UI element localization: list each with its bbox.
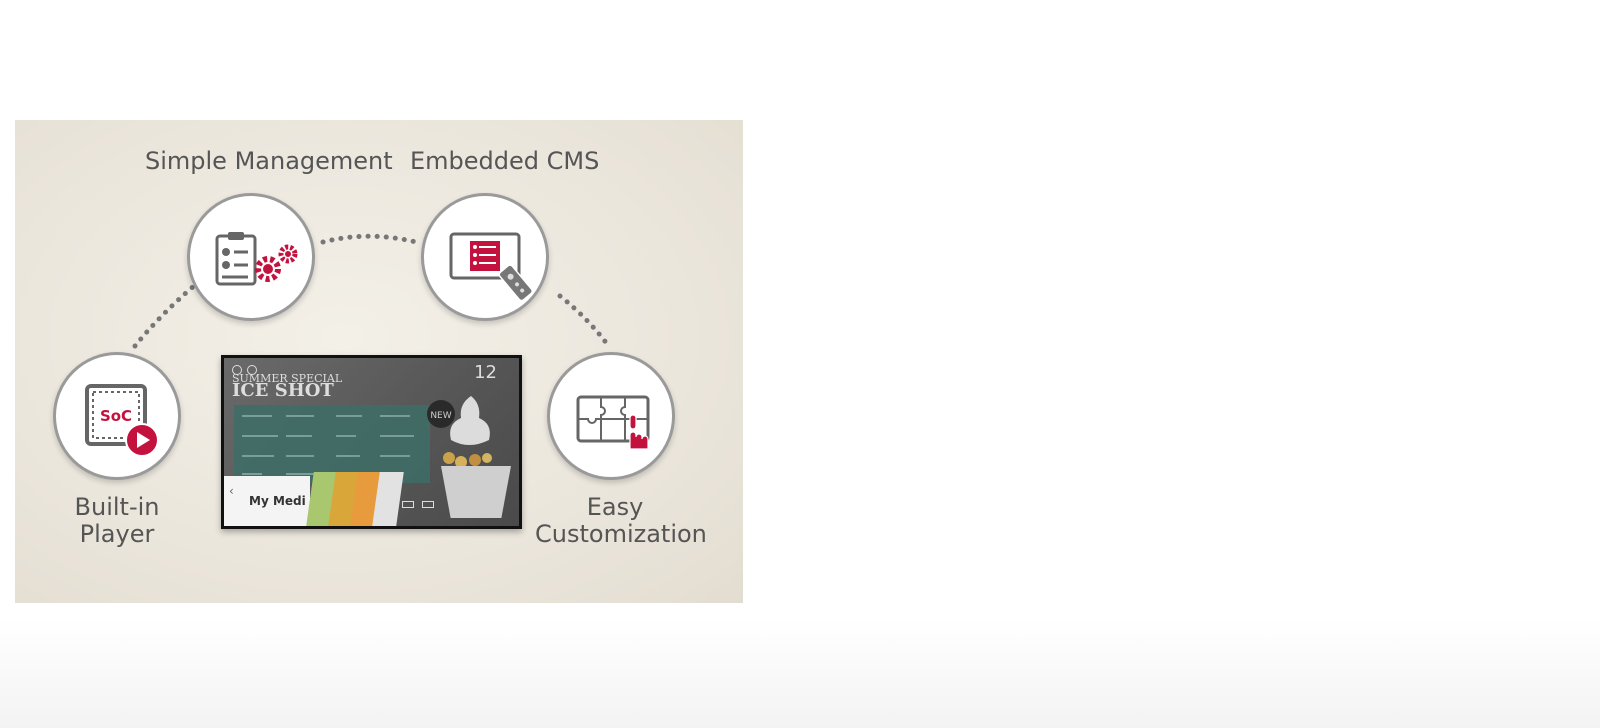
headline-big: ICE SHOT (232, 380, 334, 401)
input-icon-1[interactable] (402, 501, 414, 508)
chevron-left-icon[interactable]: ‹ (229, 484, 234, 498)
input-icon-2[interactable] (422, 501, 434, 508)
simple-management-circle (187, 193, 315, 321)
screen-remote-icon (449, 232, 533, 302)
feature-illustration: Simple Management Embedded CMS Built-in … (15, 120, 743, 603)
soc-label: SoC (100, 407, 132, 425)
clipboard-gears-icon (215, 232, 298, 286)
new-badge: NEW (430, 411, 451, 421)
caption-easy-line1: Easy (586, 493, 644, 521)
signage-display: SUMMER SPECIAL ICE SHOT 12 (221, 355, 522, 529)
launcher-card[interactable]: ‹ My Medi (224, 476, 310, 526)
caption-simple-management: Simple Management (145, 147, 393, 175)
easy-customization-circle (547, 352, 675, 480)
headline-small: SUMMER SPECIAL (232, 372, 343, 385)
menu-board (234, 405, 430, 483)
caption-built-in-line1: Built-in (74, 493, 160, 521)
puzzle-touch-icon (576, 395, 650, 450)
caption-easy-line2: Customization (535, 520, 707, 548)
embedded-cms-circle (421, 193, 549, 321)
caption-embedded-cms: Embedded CMS (410, 147, 600, 175)
settings-icon (232, 365, 242, 375)
signage-screen: SUMMER SPECIAL ICE SHOT 12 (224, 358, 519, 526)
dotted-connector (132, 233, 613, 351)
clock: 12 (474, 362, 497, 383)
caption-built-in-line2: Player (79, 520, 155, 548)
launcher-label: My Medi (249, 494, 306, 508)
caption-easy-customization: Easy Customization (535, 493, 707, 548)
ice-cream-image: NEW (427, 396, 511, 518)
built-in-player-circle: SoC (53, 352, 181, 480)
soc-chip-play-icon: SoC (85, 384, 159, 457)
caption-built-in-player: Built-in Player (70, 494, 164, 548)
search-icon (247, 365, 257, 375)
